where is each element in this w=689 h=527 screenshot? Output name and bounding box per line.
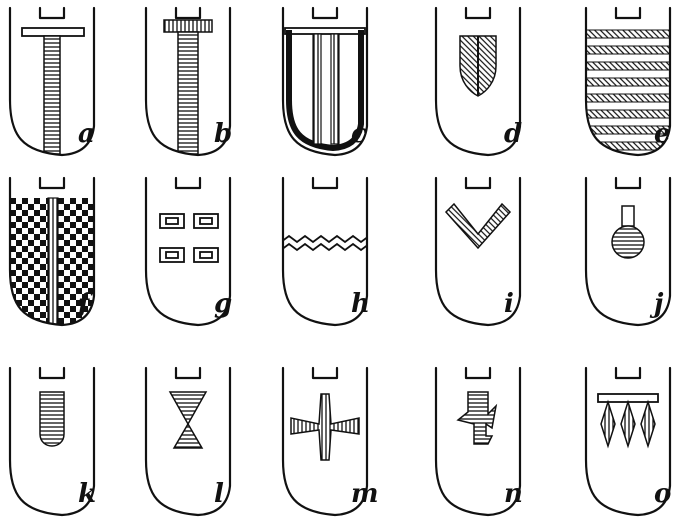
shield-figure-b: b xyxy=(146,8,232,155)
figure-letter-c: c xyxy=(351,119,367,149)
figure-letter-d: d xyxy=(504,119,522,149)
shield-figure-n: n xyxy=(436,368,523,515)
shield-notch xyxy=(176,8,200,18)
shield-notch xyxy=(176,368,200,378)
figure-letter-h: h xyxy=(351,289,370,319)
shield-figure-l: l xyxy=(146,368,230,515)
shield-figure-j: j xyxy=(586,178,670,325)
shield-figure-d: d xyxy=(436,8,522,155)
figure-letter-a: a xyxy=(78,119,95,149)
motif-pendant-disc xyxy=(612,206,644,258)
motif-small-shield-diagonal-hatch xyxy=(460,36,496,96)
figure-letter-o: o xyxy=(654,479,671,509)
shield-notch xyxy=(40,178,64,188)
figure-letter-k: k xyxy=(78,479,96,509)
motif-t-shape-horizontal-hatch xyxy=(22,28,84,154)
motif-t-shape-with-hilt xyxy=(164,20,212,154)
shield-figure-g: g xyxy=(146,178,232,325)
shield-notch xyxy=(466,178,490,188)
shield-figure-i: i xyxy=(436,178,520,325)
shield-notch xyxy=(466,8,490,18)
figure-letter-n: n xyxy=(504,479,523,509)
motif-anchor-shape xyxy=(458,392,496,444)
shield-figure-k: k xyxy=(10,368,96,515)
shield-notch xyxy=(313,178,337,188)
motif-hourglass xyxy=(170,392,206,448)
figure-letter-i: i xyxy=(504,289,514,319)
motif-zigzag-band xyxy=(281,236,369,250)
motif-hatched-tongue xyxy=(40,392,64,446)
shield-notch xyxy=(40,368,64,378)
shield-notch xyxy=(616,178,640,188)
figure-letter-e: e xyxy=(654,119,671,149)
shield-figure-e: e xyxy=(584,8,672,155)
motif-four-rectangles xyxy=(160,214,218,262)
shield-notch xyxy=(313,368,337,378)
shield-figure-f: f xyxy=(8,178,96,328)
shield-figure-c: c xyxy=(283,8,367,155)
shield-notch xyxy=(40,8,64,18)
figure-letter-g: g xyxy=(214,289,232,319)
figure-letter-b: b xyxy=(214,119,232,149)
shield-notch xyxy=(466,368,490,378)
shield-notch xyxy=(313,8,337,18)
shield-figure-a: a xyxy=(10,8,95,155)
shield-figure-h: h xyxy=(281,178,370,325)
shield-figure-o: o xyxy=(586,368,671,515)
figure-letter-l: l xyxy=(214,479,224,509)
motif-chevron xyxy=(446,204,510,248)
motif-cross xyxy=(291,394,359,460)
figure-letter-m: m xyxy=(351,479,379,509)
shield-notch xyxy=(616,8,640,18)
shield-figure-m: m xyxy=(283,368,379,515)
figure-letter-j: j xyxy=(649,289,664,319)
shield-notch xyxy=(616,368,640,378)
shield-notch xyxy=(176,178,200,188)
motif-bar-with-three-diamonds xyxy=(598,394,658,446)
